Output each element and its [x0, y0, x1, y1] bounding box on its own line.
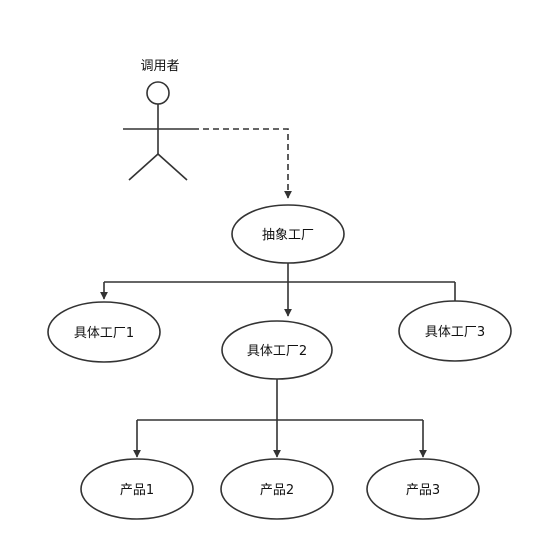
- product-1-node: 产品1: [80, 458, 194, 520]
- product-3-node: 产品3: [366, 458, 480, 520]
- abstract-to-concrete-connectors: [100, 263, 456, 317]
- product-1-ellipse: [80, 458, 194, 520]
- concrete-factory-3-ellipse: [398, 300, 512, 362]
- actor-label: 调用者: [140, 59, 179, 74]
- concrete-factory-3-node: 具体工厂3: [398, 300, 512, 362]
- product-2-node: 产品2: [220, 458, 334, 520]
- concrete-factory-1-node: 具体工厂1: [47, 301, 161, 363]
- abstract-factory-node: 抽象工厂: [231, 204, 345, 264]
- factory-to-product-connectors: [133, 379, 427, 458]
- concrete-factory-1-label: 具体工厂1: [74, 326, 134, 341]
- actor-leg-left: [128, 153, 159, 181]
- concrete-factory-3-label: 具体工厂3: [425, 325, 485, 340]
- product-3-label: 产品3: [406, 483, 440, 498]
- product-2-ellipse: [220, 458, 334, 520]
- actor-head: [146, 81, 170, 105]
- concrete-factory-2-node: 具体工厂2: [221, 320, 333, 380]
- product-1-label: 产品1: [120, 483, 154, 498]
- abstract-factory-label: 抽象工厂: [262, 228, 314, 243]
- product-3-ellipse: [366, 458, 480, 520]
- actor-figure: [123, 81, 193, 181]
- product-2-label: 产品2: [260, 483, 294, 498]
- concrete-factory-1-ellipse: [47, 301, 161, 363]
- concrete-factory-2-label: 具体工厂2: [247, 344, 307, 359]
- actor-leg-right: [157, 153, 188, 181]
- actor-to-abstract-factory-connector: [193, 128, 292, 199]
